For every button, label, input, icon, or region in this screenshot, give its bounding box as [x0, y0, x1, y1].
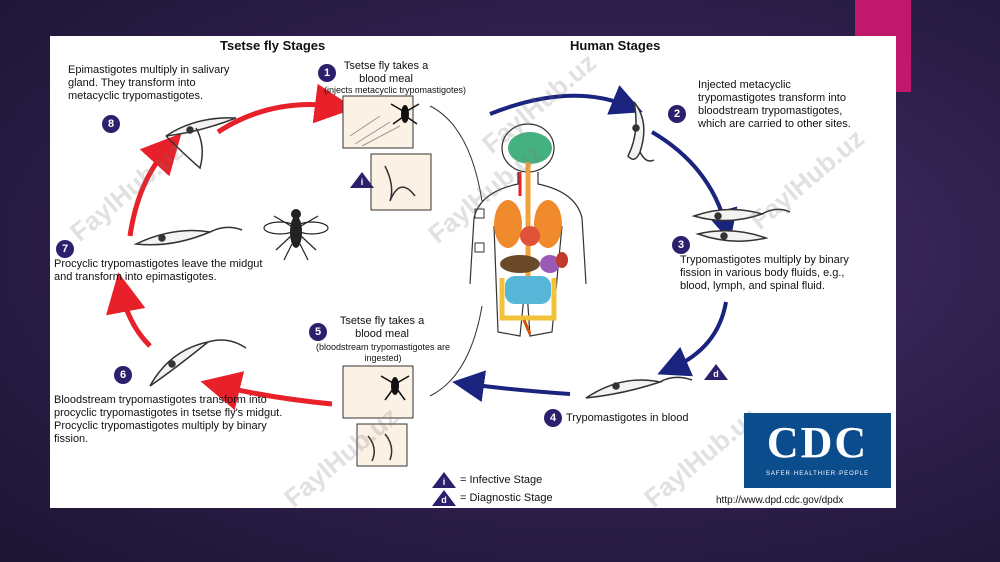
stage-number-6: 6: [114, 366, 132, 384]
arrow-3-to-4: [657, 301, 728, 377]
fly-bite-box-top: [342, 95, 414, 149]
parasite-stage-3: [691, 208, 791, 242]
legend-diagnostic-marker: d: [441, 495, 447, 505]
stage-number-8: 8: [102, 115, 120, 133]
intestines: [505, 276, 551, 304]
arrow-8-to-1: [216, 83, 355, 135]
legend-infective: = Infective Stage: [460, 474, 543, 486]
source-url: http://www.dpd.cdc.gov/dpdx: [716, 495, 844, 506]
stage-number-5: 5: [309, 323, 327, 341]
parasite-box-top: [370, 153, 432, 211]
fly-icon-top: [390, 103, 420, 125]
life-cycle-diagram: FaylHub.uz FaylHub.uz FaylHub.uz FaylHub…: [50, 36, 896, 508]
cdc-logo-letters: CDC: [766, 418, 869, 467]
lung-left: [494, 200, 522, 248]
stage-7-text: Procyclic trypomastigotes leave the midg…: [54, 258, 263, 283]
stage-5-note: (bloodstream trypomastigotes are ingeste…: [315, 342, 451, 363]
parasite-stage-6: [149, 339, 247, 387]
brain: [508, 132, 552, 164]
arrow-6-to-7: [106, 272, 152, 348]
stage-4-text: Trypomastigotes in blood: [566, 412, 689, 424]
stage-number-2: 2: [668, 105, 686, 123]
legend-infective-triangle: [432, 472, 456, 488]
tsetse-stages-heading: Tsetse fly Stages: [220, 38, 326, 53]
diagnostic-marker-triangle: [704, 364, 728, 380]
lung-right: [534, 200, 562, 248]
diagnostic-stage-marker: d: [713, 369, 719, 379]
cdc-tagline: SAFER·HEALTHIER·PEOPLE: [765, 471, 870, 477]
cdc-logo: CDC SAFER·HEALTHIER·PEOPLE: [744, 413, 891, 488]
parasite-stage-4: [585, 376, 693, 399]
stage-2-text: Injected metacyclic trypomastigotes tran…: [698, 79, 851, 130]
arrow-7-to-8: [127, 133, 182, 237]
diagram-graphics: [106, 83, 791, 506]
stage-3-text: Trypomastigotes multiply by binary fissi…: [680, 254, 849, 292]
stage-number-7: 7: [56, 240, 74, 258]
stage-5-text: Tsetse fly takes a blood meal: [339, 315, 425, 340]
legend-infective-marker: i: [442, 477, 446, 487]
human-stages-heading: Human Stages: [570, 38, 661, 53]
stage-1-note: (injects metacyclic trypomastigotes): [323, 85, 467, 95]
tsetse-fly-drawing: [263, 209, 329, 261]
parasite-stage-2: [627, 101, 655, 162]
stage-1-text: Tsetse fly takes a blood meal: [343, 60, 429, 85]
spleen: [556, 252, 568, 268]
parasite-stage-8: [165, 117, 237, 170]
stomach: [540, 255, 560, 273]
stage-8-text: Epimastigotes multiply in salivary gland…: [68, 64, 230, 102]
arrow-4-to-5: [452, 370, 571, 403]
fly-icon-bottom: [380, 375, 410, 401]
stage-number-1: 1: [318, 64, 336, 82]
arrow-1-to-2: [489, 85, 643, 116]
heart: [520, 226, 540, 246]
parasite-stage-7: [133, 226, 243, 246]
legend-diagnostic: = Diagnostic Stage: [460, 492, 553, 504]
liver: [500, 255, 540, 273]
arrow-5-to-6: [200, 371, 333, 411]
infective-marker-triangle: [350, 172, 374, 188]
fly-bite-box-bottom: [342, 365, 414, 419]
parasite-box-bottom: [356, 423, 408, 467]
stage-6-text: Bloodstream trypomastigotes transform in…: [54, 394, 283, 445]
colon: [499, 278, 557, 321]
stage-number-4: 4: [544, 409, 562, 427]
stage-number-3: 3: [672, 236, 690, 254]
infective-stage-marker: i: [360, 177, 364, 187]
legend-diagnostic-triangle: [432, 490, 456, 506]
